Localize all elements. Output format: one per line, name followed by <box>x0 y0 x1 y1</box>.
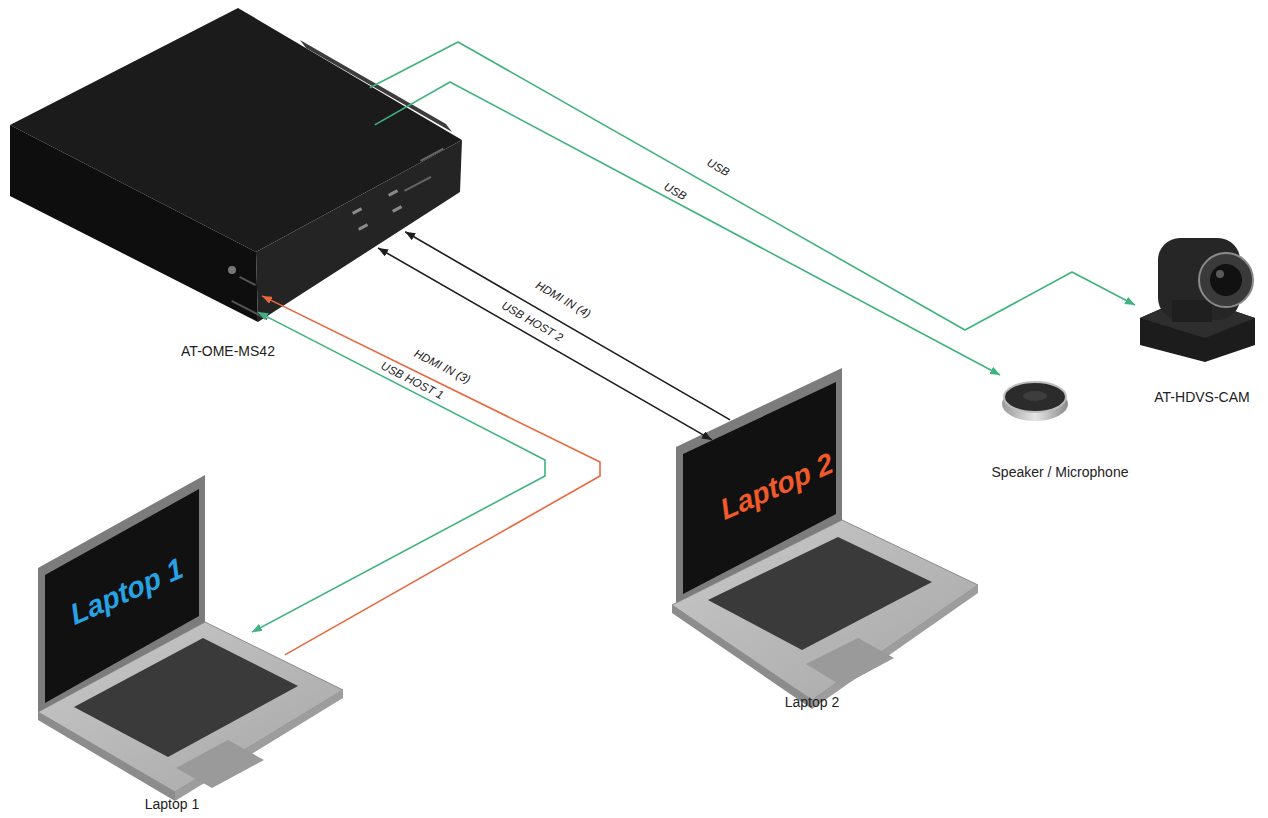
usb-cable <box>375 82 1000 375</box>
camera-lens-ring <box>1199 253 1253 307</box>
panel-button <box>352 207 362 214</box>
hdmi-cable <box>262 296 600 655</box>
camera-neck <box>1172 300 1212 322</box>
box-left-face <box>10 125 258 322</box>
lens-glint <box>1216 270 1224 278</box>
panel-print <box>404 176 431 192</box>
speakerphone-node: Speaker / Microphone <box>965 375 1150 485</box>
panel-print <box>420 148 444 162</box>
box-sheen <box>300 40 452 132</box>
usb-cable <box>252 312 545 632</box>
screen-label: Laptop 1 <box>67 552 187 632</box>
device-label: AT-HDVS-CAM <box>1154 390 1249 405</box>
panel-print <box>239 276 256 286</box>
device-label: Laptop 2 <box>785 695 840 710</box>
hdmi-cable <box>405 232 730 420</box>
ptz-camera-node: AT-HDVS-CAM <box>1135 235 1265 410</box>
laptop-illustration <box>672 368 978 709</box>
panel-button <box>388 189 398 196</box>
cable-label: USB HOST 2 <box>500 300 565 344</box>
usb-cable <box>378 248 712 440</box>
media-switcher-illustration <box>10 8 462 322</box>
box-front-face <box>256 140 462 322</box>
usb-cable <box>370 42 1135 330</box>
panel-button <box>392 205 402 212</box>
ptz-camera-illustration <box>1140 238 1255 362</box>
cable-label: USB <box>662 181 688 203</box>
panel-print <box>231 300 268 320</box>
laptop-illustration <box>38 475 343 801</box>
speakerphone-illustration <box>1002 382 1068 421</box>
laptop-display <box>45 489 199 703</box>
screen-label: Laptop 2 <box>717 447 837 527</box>
device-label: AT-OME-MS42 <box>181 344 275 359</box>
laptop-node: Laptop 1 Laptop 1 <box>35 470 345 815</box>
puck-top <box>1004 382 1066 412</box>
puck-center <box>1023 391 1047 401</box>
camera-lens <box>1210 264 1242 296</box>
media-switcher-node: AT-OME-MS42 <box>5 5 465 365</box>
cable-label: USB <box>705 157 731 179</box>
cable-label: HDMI IN (4) <box>534 280 593 321</box>
laptop-trackpad <box>806 638 894 686</box>
laptop-lid <box>38 475 205 712</box>
panel-button <box>358 223 368 230</box>
logo-mark <box>228 266 236 274</box>
laptop-trackpad <box>176 740 264 788</box>
device-label: Laptop 1 <box>145 797 200 812</box>
laptop-node: Laptop 2 Laptop 2 <box>670 365 980 715</box>
device-label: Speaker / Microphone <box>992 465 1129 480</box>
